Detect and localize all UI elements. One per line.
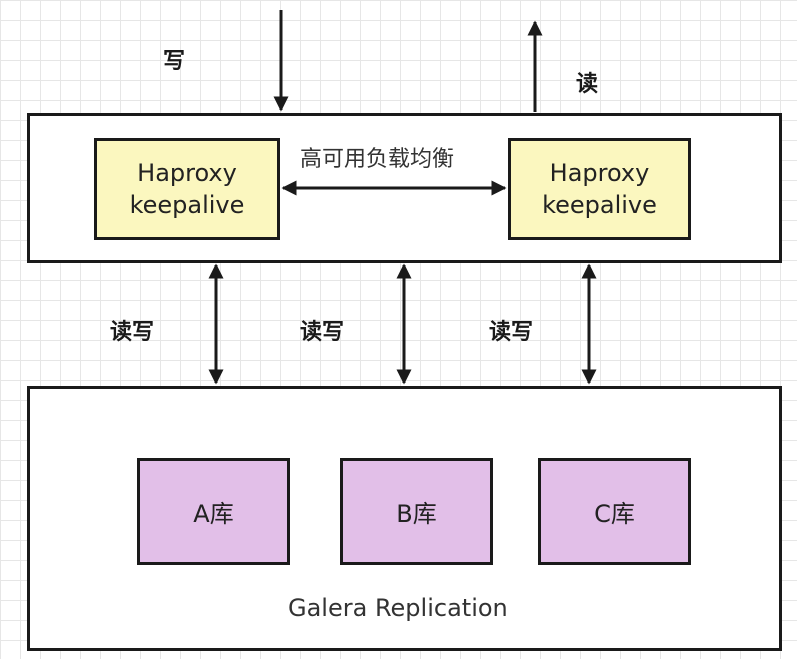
database-b[interactable]: B库: [340, 458, 493, 565]
database-a-label: A库: [193, 500, 234, 528]
read-write-label-1: 读写: [110, 319, 155, 344]
proxy-left-line1: Haproxy: [137, 159, 237, 187]
database-a[interactable]: A库: [137, 458, 290, 565]
read-write-label-2: 读写: [300, 319, 345, 344]
haproxy-node-left[interactable]: Haproxy keepalive: [94, 138, 280, 240]
database-c[interactable]: C库: [538, 458, 691, 565]
proxy-left-line2: keepalive: [129, 191, 245, 219]
proxy-right-line1: Haproxy: [549, 159, 650, 187]
write-label: 写: [163, 48, 186, 73]
read-write-label-3: 读写: [489, 319, 534, 344]
galera-label: Galera Replication: [288, 594, 508, 622]
read-label: 读: [576, 71, 599, 96]
load-balancer-label: 高可用负载均衡: [300, 147, 455, 172]
haproxy-node-right[interactable]: Haproxy keepalive: [508, 138, 691, 240]
database-b-label: B库: [396, 500, 437, 528]
proxy-right-line2: keepalive: [542, 191, 657, 219]
database-c-label: C库: [594, 500, 635, 528]
